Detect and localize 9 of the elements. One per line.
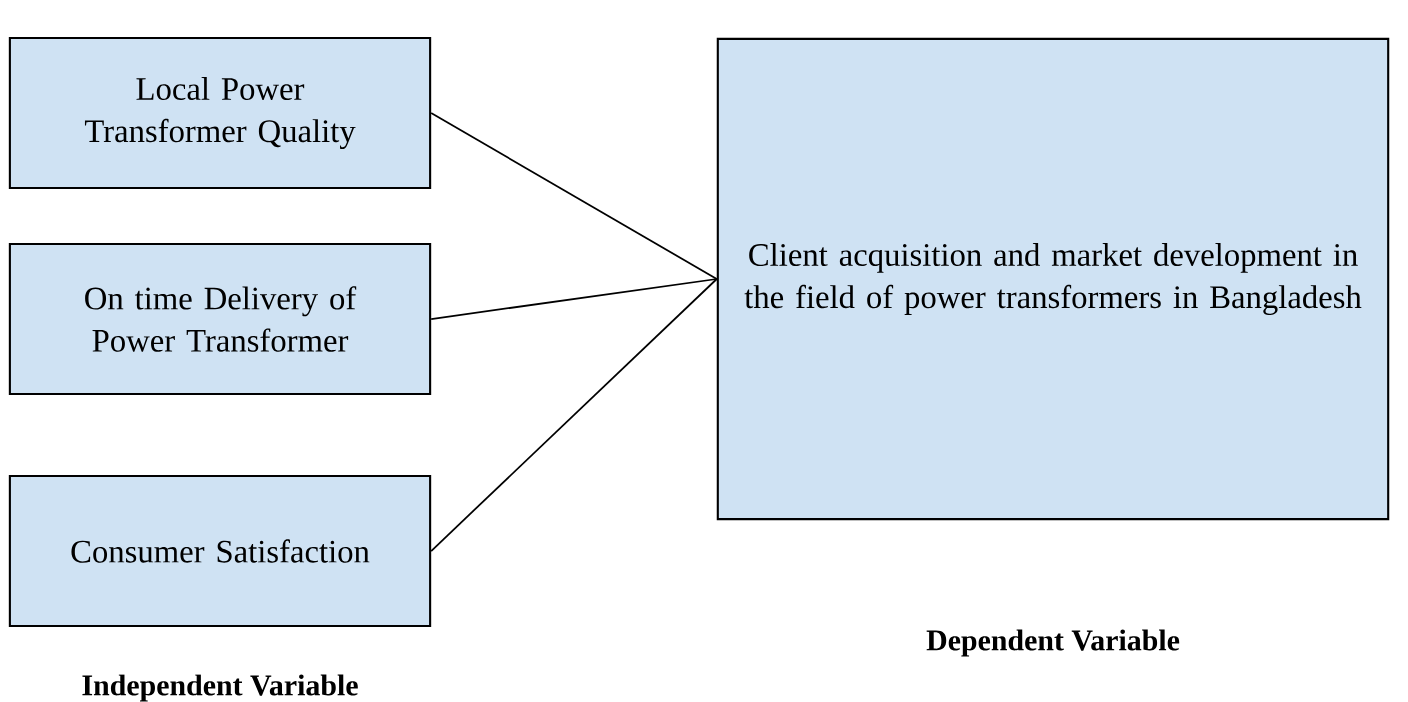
connector-line bbox=[430, 278, 718, 552]
connector-line bbox=[430, 112, 718, 280]
text-box: On time Delivery of Power Transformer bbox=[8, 242, 432, 396]
text-box: Consumer Satisfaction bbox=[8, 474, 432, 628]
text-box: Local Power Transformer Quality bbox=[8, 36, 432, 190]
axis-caption: Dependent Variable bbox=[926, 629, 1180, 657]
axis-caption: Independent Variable bbox=[82, 674, 358, 702]
connector-line bbox=[430, 278, 718, 320]
text-box: Client acquisition and market development in the field of power transformers in Bangladesh bbox=[716, 37, 1390, 521]
